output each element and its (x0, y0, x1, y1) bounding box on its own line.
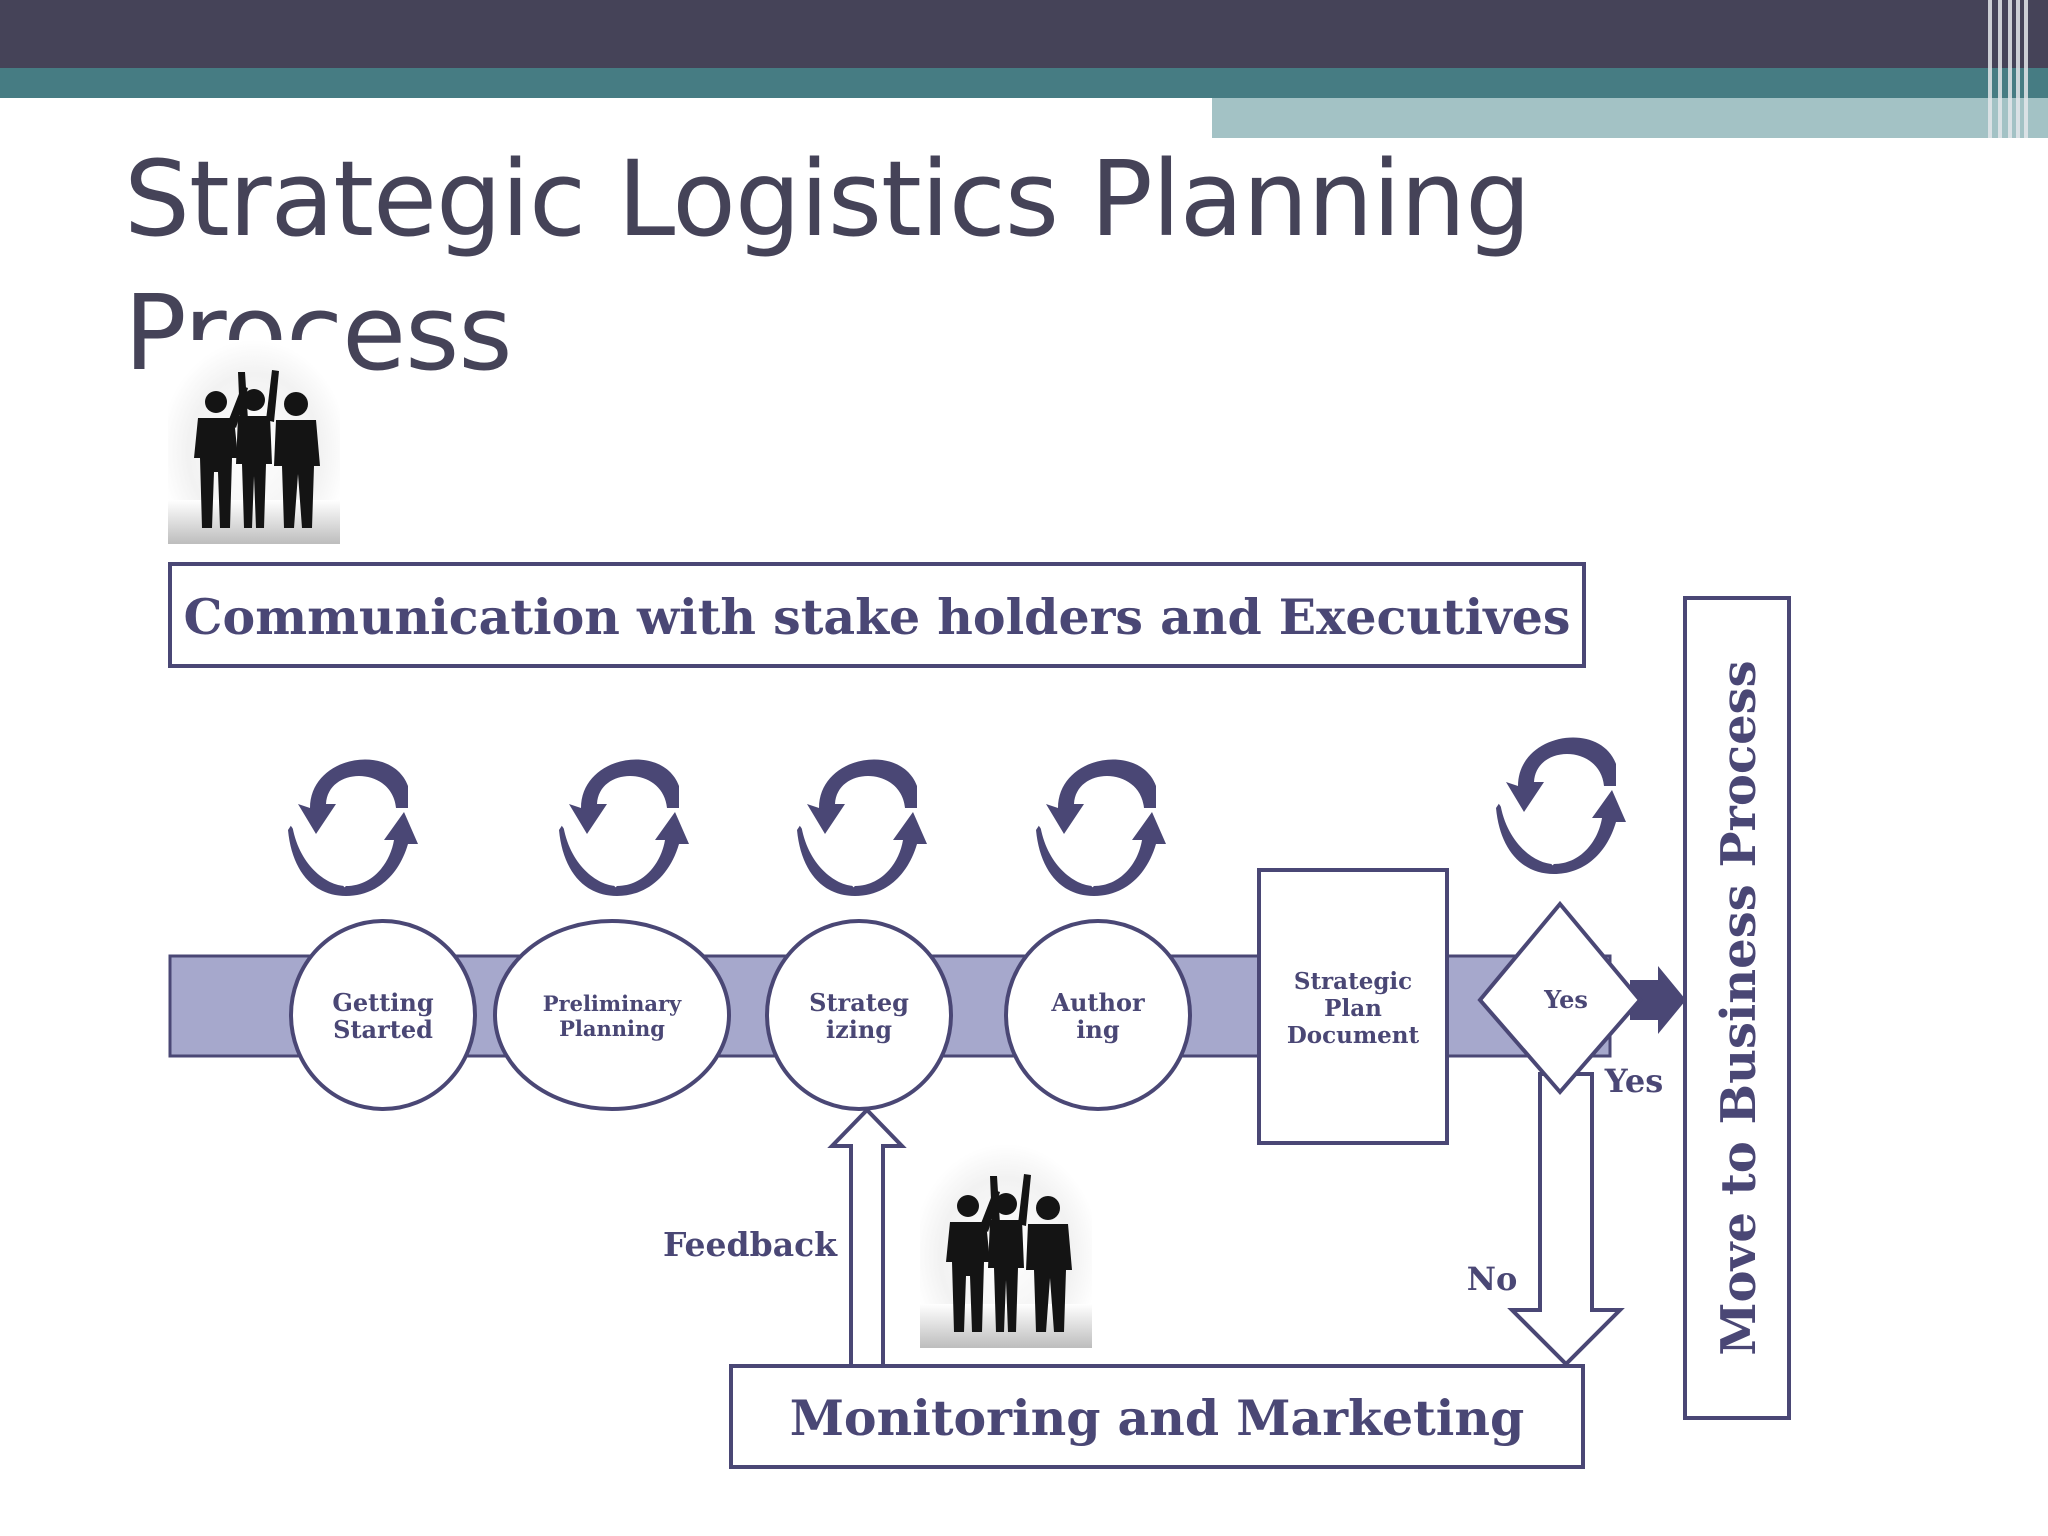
cycle-arrows-icon (795, 757, 929, 898)
header-stripe (1998, 0, 2002, 138)
stage-circle-strategizing (765, 919, 953, 1111)
business-process-label: Move to Business Process (1711, 660, 1767, 1355)
stage-circle-getting-started (289, 919, 477, 1111)
stage-label-line2: Planning (559, 1016, 665, 1041)
stage-label-line1: Preliminary (543, 991, 682, 1016)
cycle-arrows-icon (1034, 757, 1168, 898)
decision-diamond (1477, 900, 1643, 1096)
stage-label-line2: izing (826, 1015, 892, 1044)
slide-title: Strategic Logistics Planning Process (124, 138, 1531, 394)
strategic-plan-document-box (1257, 868, 1449, 1145)
stage-label-line1: Strateg (809, 988, 909, 1017)
people-silhouette-icon (920, 1144, 1092, 1348)
header-stripe (1988, 0, 1992, 138)
document-label-line3: Document (1287, 1022, 1420, 1049)
stage-circle-authoring (1004, 919, 1192, 1111)
header-stripe (2024, 0, 2028, 138)
header-stripe (2016, 0, 2020, 138)
decision-label: Yes (1543, 985, 1588, 1014)
stage-label-line1: Author (1050, 988, 1145, 1017)
header-bar-dark (0, 0, 2048, 68)
header-stripe (2008, 0, 2012, 138)
monitoring-box (729, 1364, 1585, 1469)
document-label-line2: Plan (1324, 995, 1382, 1022)
cycle-arrows-icon (557, 757, 691, 898)
no-down-arrow (1507, 1072, 1625, 1367)
yes-label: Yes (1604, 1062, 1663, 1100)
feedback-up-arrow (827, 1107, 907, 1368)
document-label-line1: Strategic (1294, 968, 1412, 995)
right-arrow-icon (1630, 966, 1686, 1034)
monitoring-box-label: Monitoring and Marketing (790, 1389, 1525, 1447)
header-bar-light (1212, 98, 2048, 138)
business-process-box (1683, 596, 1791, 1420)
cycle-arrows-icon (286, 757, 420, 898)
stage-circle-preliminary-planning (493, 919, 731, 1111)
stage-label-line1: Getting (332, 988, 434, 1017)
feedback-label: Feedback (663, 1225, 838, 1264)
stage-label-line2: Started (333, 1015, 433, 1044)
people-silhouette-icon (168, 340, 340, 544)
cycle-arrows-icon (1494, 735, 1628, 876)
no-label: No (1467, 1260, 1518, 1298)
communication-box-label: Communication with stake holders and Exe… (184, 588, 1571, 646)
stage-label-line2: ing (1076, 1015, 1120, 1044)
header-bar-teal (0, 68, 2048, 98)
communication-box (168, 562, 1586, 668)
